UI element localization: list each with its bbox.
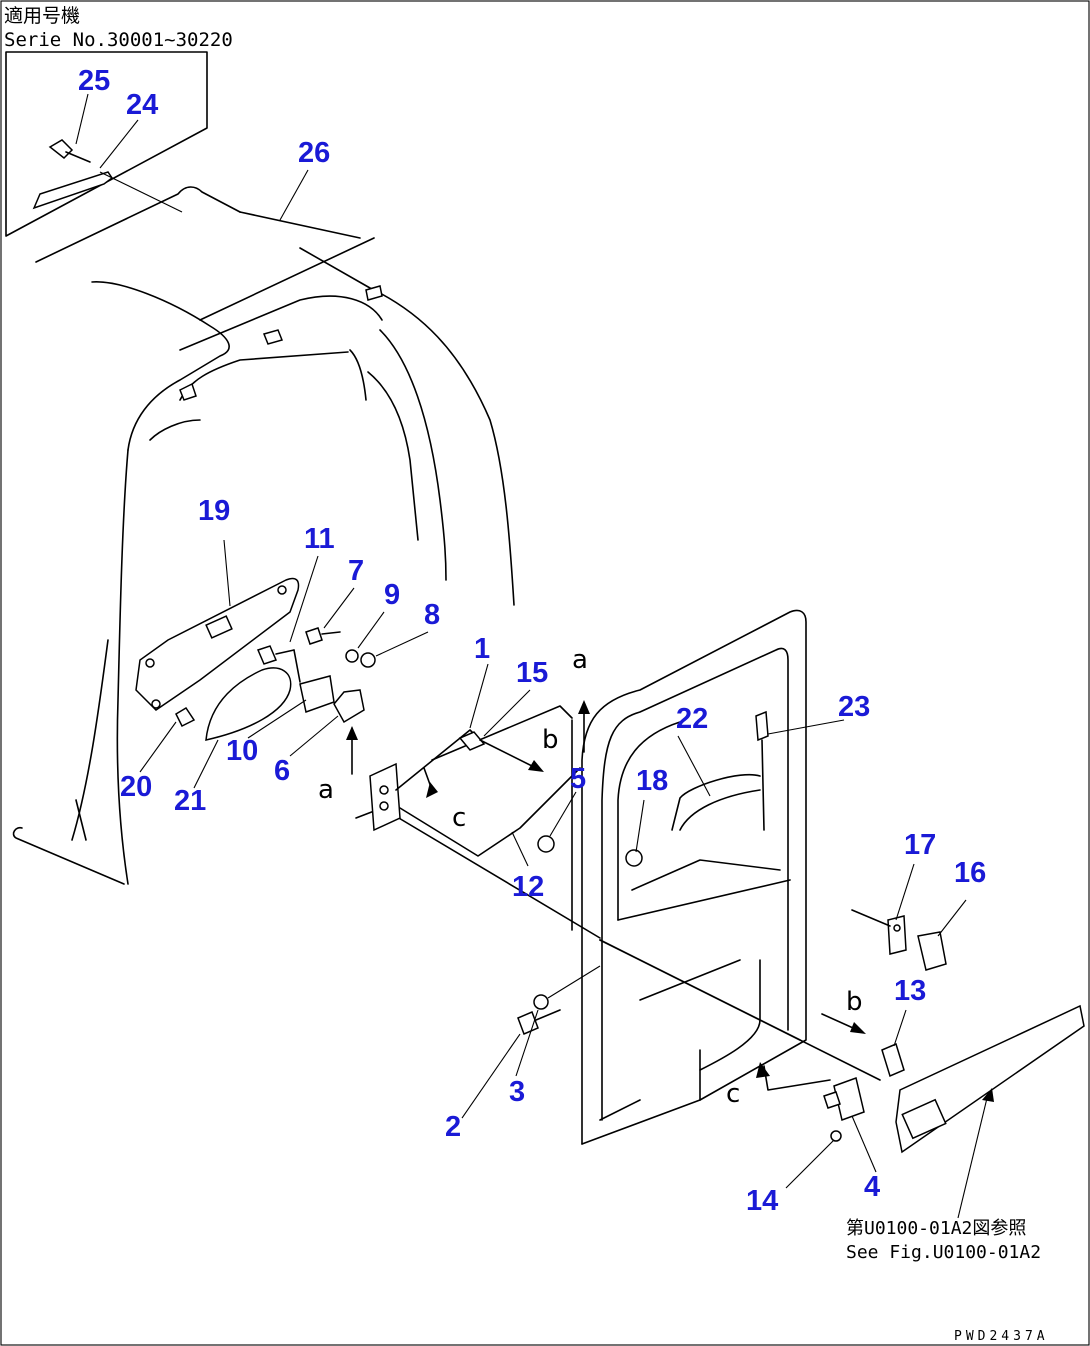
washer-9 (345, 649, 359, 663)
washer-8 (360, 652, 376, 668)
inset-box (5, 51, 208, 237)
callout-5: 5 (570, 763, 586, 795)
door-outer-panel (581, 609, 807, 1145)
bolt-13 (881, 1042, 905, 1078)
callout-2: 2 (445, 1111, 461, 1143)
view-letter-c-right: c (726, 1079, 740, 1109)
bolt-2 (517, 1011, 539, 1035)
inset-bolt-head (48, 139, 74, 160)
lock-rod-12 (399, 767, 581, 857)
screw-20 (175, 706, 196, 728)
callout-26: 26 (298, 137, 330, 169)
door-lock-body (369, 762, 401, 832)
callout-4: 4 (864, 1171, 880, 1203)
callout-23: 23 (838, 691, 870, 723)
bolt-11-head (256, 645, 278, 665)
washer-3 (533, 994, 549, 1010)
clip-16 (917, 931, 947, 971)
callout-3: 3 (509, 1076, 525, 1108)
callout-18: 18 (636, 765, 668, 797)
view-letter-b: b (846, 987, 863, 1017)
callout-14: 14 (746, 1185, 778, 1217)
drawing-code: PWD2437A (954, 1329, 1049, 1344)
reference-note-jp: 第U0100-01A2図参照 (846, 1218, 1026, 1239)
callout-8: 8 (424, 599, 440, 631)
callout-25: 25 (78, 65, 110, 97)
bolt-14 (830, 1130, 842, 1142)
callout-19: 19 (198, 495, 230, 527)
bracket-10 (299, 675, 335, 713)
callout-16: 16 (954, 857, 986, 889)
callout-13: 13 (894, 975, 926, 1007)
leader-lines (75, 93, 989, 1219)
svg-text:b: b (542, 725, 559, 755)
bracket-17 (887, 915, 907, 955)
callout-20: 20 (120, 771, 152, 803)
door-handle-22 (671, 774, 761, 831)
callout-15: 15 (516, 657, 548, 689)
latch-plate (135, 577, 300, 711)
door-inner-panel (601, 647, 789, 1121)
view-letter-a-left: a (318, 775, 334, 805)
bolt-7 (305, 627, 323, 645)
cab-roof-front (91, 281, 230, 451)
callout-6: 6 (274, 755, 290, 787)
collar-5 (537, 835, 555, 853)
serial-range-label: Serie No.30001~30220 (4, 29, 233, 51)
callout-10: 10 (226, 735, 258, 767)
callout-1: 1 (474, 633, 490, 665)
cushion-pad (205, 667, 292, 741)
applicability-label: 適用号機 (4, 5, 80, 27)
cab-front-pillar (116, 449, 129, 885)
callout-11: 11 (304, 523, 335, 555)
view-letter-a-right: a (572, 645, 588, 675)
view-letter-c-left: c (452, 803, 466, 833)
washer-18 (625, 849, 643, 867)
callout-22: 22 (676, 703, 708, 735)
callout-24: 24 (126, 89, 158, 121)
callout-21: 21 (174, 785, 206, 817)
step-plate (895, 1004, 1085, 1154)
reference-note-en: See Fig.U0100-01A2 (846, 1242, 1041, 1263)
cab-roof-edge (35, 186, 241, 263)
door-sill-line (355, 807, 601, 939)
striker-6 (333, 689, 365, 724)
callout-12: 12 (512, 871, 544, 903)
rod-joint-15 (458, 731, 486, 751)
callout-17: 17 (904, 829, 936, 861)
striker-4 (833, 1077, 865, 1121)
inset-trim-strip (32, 171, 114, 210)
corner-marker-a (179, 382, 197, 401)
clip-23 (755, 710, 769, 742)
cab-rear-pillar (299, 247, 515, 606)
callout-9: 9 (384, 579, 400, 611)
callout-7: 7 (348, 555, 364, 587)
